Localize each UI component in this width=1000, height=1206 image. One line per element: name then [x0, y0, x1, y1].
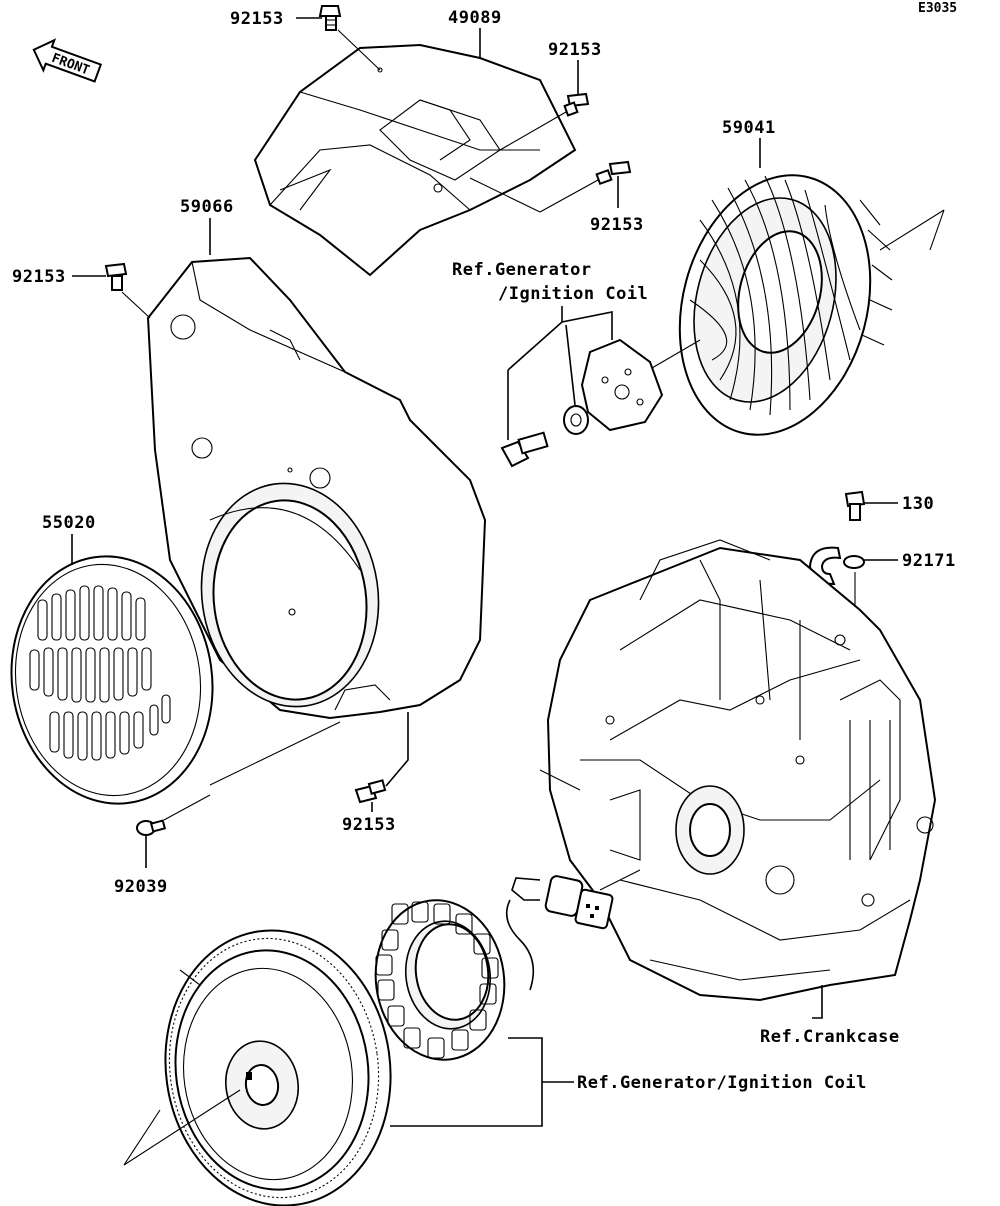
- washer-icon: [563, 405, 589, 435]
- bolt-shroud-bottom-icon: [354, 779, 387, 804]
- stator-illustration: [374, 899, 506, 1061]
- label-ref-generator-bottom: Ref.Generator/Ignition Coil: [577, 1073, 867, 1093]
- bolt-generator-icon: [500, 431, 549, 468]
- label-bolt-shroud-bottom: 92153: [342, 815, 396, 835]
- crankcase-illustration: [546, 539, 937, 1002]
- bolt-130-icon: [844, 490, 866, 521]
- plate-illustration: [580, 338, 664, 432]
- bolt-top-icon: [318, 5, 342, 31]
- label-bolt-top-right-upper: 92153: [548, 40, 602, 60]
- shroud-illustration: [146, 256, 487, 720]
- label-shroud: 59066: [180, 197, 234, 217]
- label-bolt-130: 130: [902, 494, 934, 514]
- bolt-top-right-upper-icon: [563, 92, 590, 117]
- label-screen: 55020: [42, 513, 96, 533]
- flywheel-illustration: [164, 929, 392, 1206]
- label-ref-crankcase: Ref.Crankcase: [760, 1027, 900, 1047]
- label-cover-top: 49089: [448, 8, 502, 28]
- front-arrow-icon: FRONT: [32, 38, 103, 83]
- screw-screen-icon: [136, 819, 167, 836]
- fan-illustration: [678, 174, 893, 436]
- label-ref-generator-top-2: /Ignition Coil: [498, 284, 648, 304]
- label-fan: 59041: [722, 118, 776, 138]
- label-clamp: 92171: [902, 551, 956, 571]
- bolt-top-right-lower-icon: [595, 160, 632, 186]
- connector-illustration: [505, 875, 614, 991]
- label-ref-generator-top-1: Ref.Generator: [452, 260, 592, 280]
- screen-illustration: [10, 555, 214, 805]
- label-bolt-top: 92153: [230, 9, 284, 29]
- diagram-code: E3035: [918, 1, 957, 16]
- label-bolt-shroud-left: 92153: [12, 267, 66, 287]
- label-bolt-top-right-lower: 92153: [590, 215, 644, 235]
- label-screw-screen: 92039: [114, 877, 168, 897]
- bolt-shroud-left-icon: [104, 262, 128, 291]
- cover-top-illustration: [253, 43, 577, 277]
